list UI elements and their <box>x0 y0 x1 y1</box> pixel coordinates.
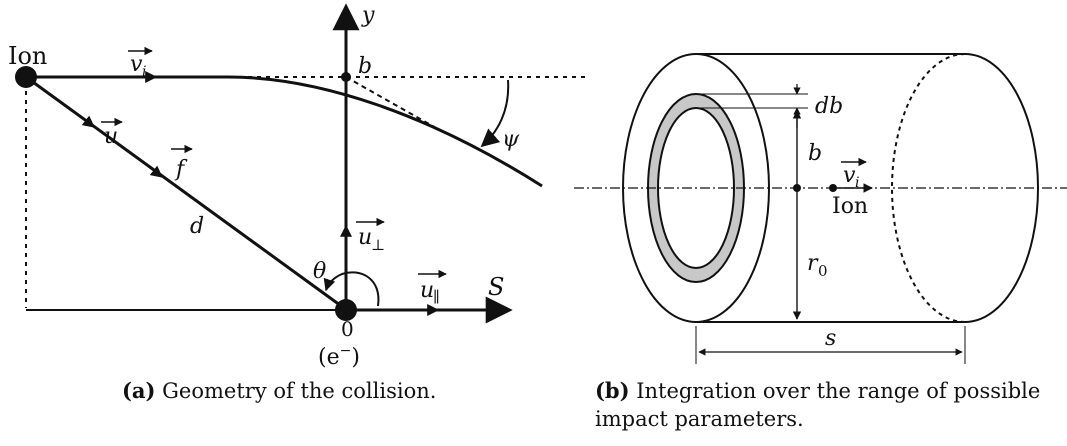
f-arrow-mark <box>147 165 163 178</box>
r0-label-sub: 0 <box>818 262 828 280</box>
psi-angle-arc <box>480 79 510 148</box>
ion-label-b: Ion <box>832 194 868 219</box>
axis-center-dot <box>793 184 801 192</box>
origin-label: 0 <box>341 317 354 341</box>
ion-label: Ion <box>8 42 47 70</box>
b-label: b <box>358 54 372 79</box>
u-label: u <box>104 124 118 149</box>
caption-b-line1: (b) Integration over the range of possib… <box>595 378 1040 403</box>
theta-label: θ <box>313 259 326 284</box>
psi-label: ψ <box>502 127 520 152</box>
r0-label: r <box>807 251 819 276</box>
vi-label: v <box>130 52 143 77</box>
y-axis-label: y <box>361 3 375 28</box>
b-label-b: b <box>808 141 822 166</box>
b-point-dot <box>341 72 351 82</box>
s-label: s <box>825 326 836 351</box>
db-label: db <box>815 94 843 119</box>
vi-label-b: v <box>843 163 856 188</box>
u-par-label-sub: ∥ <box>433 288 440 306</box>
ion-dot <box>15 66 37 88</box>
caption-b-line2: impact parameters. <box>595 407 804 431</box>
distance-line-d <box>25 75 345 310</box>
d-label: d <box>190 214 204 239</box>
u-arrow-mark <box>79 115 95 128</box>
tangent-dashed <box>345 76 446 134</box>
caption-a: (a) Geometry of the collision. <box>122 378 436 403</box>
vi-label-b-sub: i <box>855 175 859 191</box>
u-perp-label: u <box>358 225 372 250</box>
s-axis-label: S <box>488 273 504 301</box>
ion-trajectory <box>26 75 543 188</box>
electron-dot <box>335 299 357 321</box>
vi-label-sub: i <box>142 64 146 80</box>
panel-b-cylinder: db b v i Ion r 0 s (b) Integration over … <box>574 53 1067 431</box>
electron-label: (e−) <box>318 343 360 370</box>
theta-angle-arc <box>323 271 380 307</box>
u-perp-label-sub: ⊥ <box>371 236 385 254</box>
panel-a-geometry: Ion v i u f d y b ψ θ u ⊥ u ∥ S 0 (e−) (… <box>8 3 585 403</box>
f-label: f <box>174 157 188 182</box>
u-par-label: u <box>420 278 434 303</box>
